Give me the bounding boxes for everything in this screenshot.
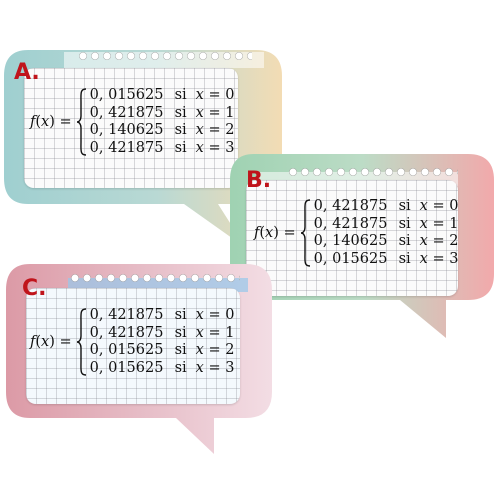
case-eq: = 2 (432, 233, 459, 249)
case-value: 0, 015625 (313, 250, 388, 267)
case-var: x (419, 215, 428, 232)
grid-paper-c (26, 288, 240, 404)
case-si: si (174, 342, 187, 358)
case-si: si (174, 104, 187, 121)
case-value: 0, 421875 (89, 104, 164, 121)
option-label-b: B. (246, 168, 272, 193)
case-var: x (195, 87, 204, 103)
case-eq: = 0 (432, 198, 459, 214)
case-var: x (195, 139, 204, 156)
case-value: 0, 421875 (313, 215, 388, 232)
spiral-rings-c (70, 272, 240, 286)
case-var: x (419, 250, 428, 267)
grid-paper-a (24, 68, 238, 188)
case-si: si (174, 122, 187, 138)
case-si: si (174, 87, 187, 103)
case-value: 0, 421875 (89, 324, 164, 341)
case-var: x (195, 122, 204, 138)
case-value: 0, 421875 (89, 307, 164, 323)
case-eq: = 0 (208, 307, 235, 323)
grid-paper-b (246, 180, 458, 296)
case-value: 0, 015625 (89, 87, 164, 103)
spiral-rings-a (78, 50, 252, 64)
case-si: si (174, 324, 187, 341)
case-si: si (398, 233, 411, 249)
function-label: f(x) = (30, 333, 72, 350)
case-eq: = 3 (432, 250, 459, 267)
case-value: 0, 421875 (313, 198, 388, 214)
case-var: x (195, 307, 204, 323)
case-var: x (419, 198, 428, 214)
case-eq: = 3 (208, 139, 235, 156)
case-eq: = 1 (432, 215, 459, 232)
case-var: x (419, 233, 428, 249)
function-label: f(x) = (254, 224, 296, 241)
case-eq: = 1 (208, 324, 235, 341)
left-brace-icon (300, 198, 310, 267)
case-var: x (195, 359, 204, 376)
option-label-c: C. (22, 276, 47, 301)
case-value: 0, 140625 (89, 122, 164, 138)
left-brace-icon (76, 307, 86, 376)
case-si: si (398, 250, 411, 267)
case-si: si (398, 215, 411, 232)
case-value: 0, 015625 (89, 359, 164, 376)
case-eq: = 0 (208, 87, 235, 103)
case-si: si (174, 139, 187, 156)
case-eq: = 2 (208, 122, 235, 138)
spiral-rings-b (288, 166, 458, 180)
case-eq: = 2 (208, 342, 235, 358)
case-eq: = 1 (208, 104, 235, 121)
case-eq: = 3 (208, 359, 235, 376)
case-var: x (195, 342, 204, 358)
left-brace-icon (76, 87, 86, 156)
case-var: x (195, 104, 204, 121)
option-label-a: A. (14, 60, 40, 85)
case-si: si (174, 307, 187, 323)
function-label: f(x) = (30, 113, 72, 130)
case-value: 0, 421875 (89, 139, 164, 156)
case-value: 0, 015625 (89, 342, 164, 358)
case-si: si (398, 198, 411, 214)
case-var: x (195, 324, 204, 341)
case-si: si (174, 359, 187, 376)
case-value: 0, 140625 (313, 233, 388, 249)
